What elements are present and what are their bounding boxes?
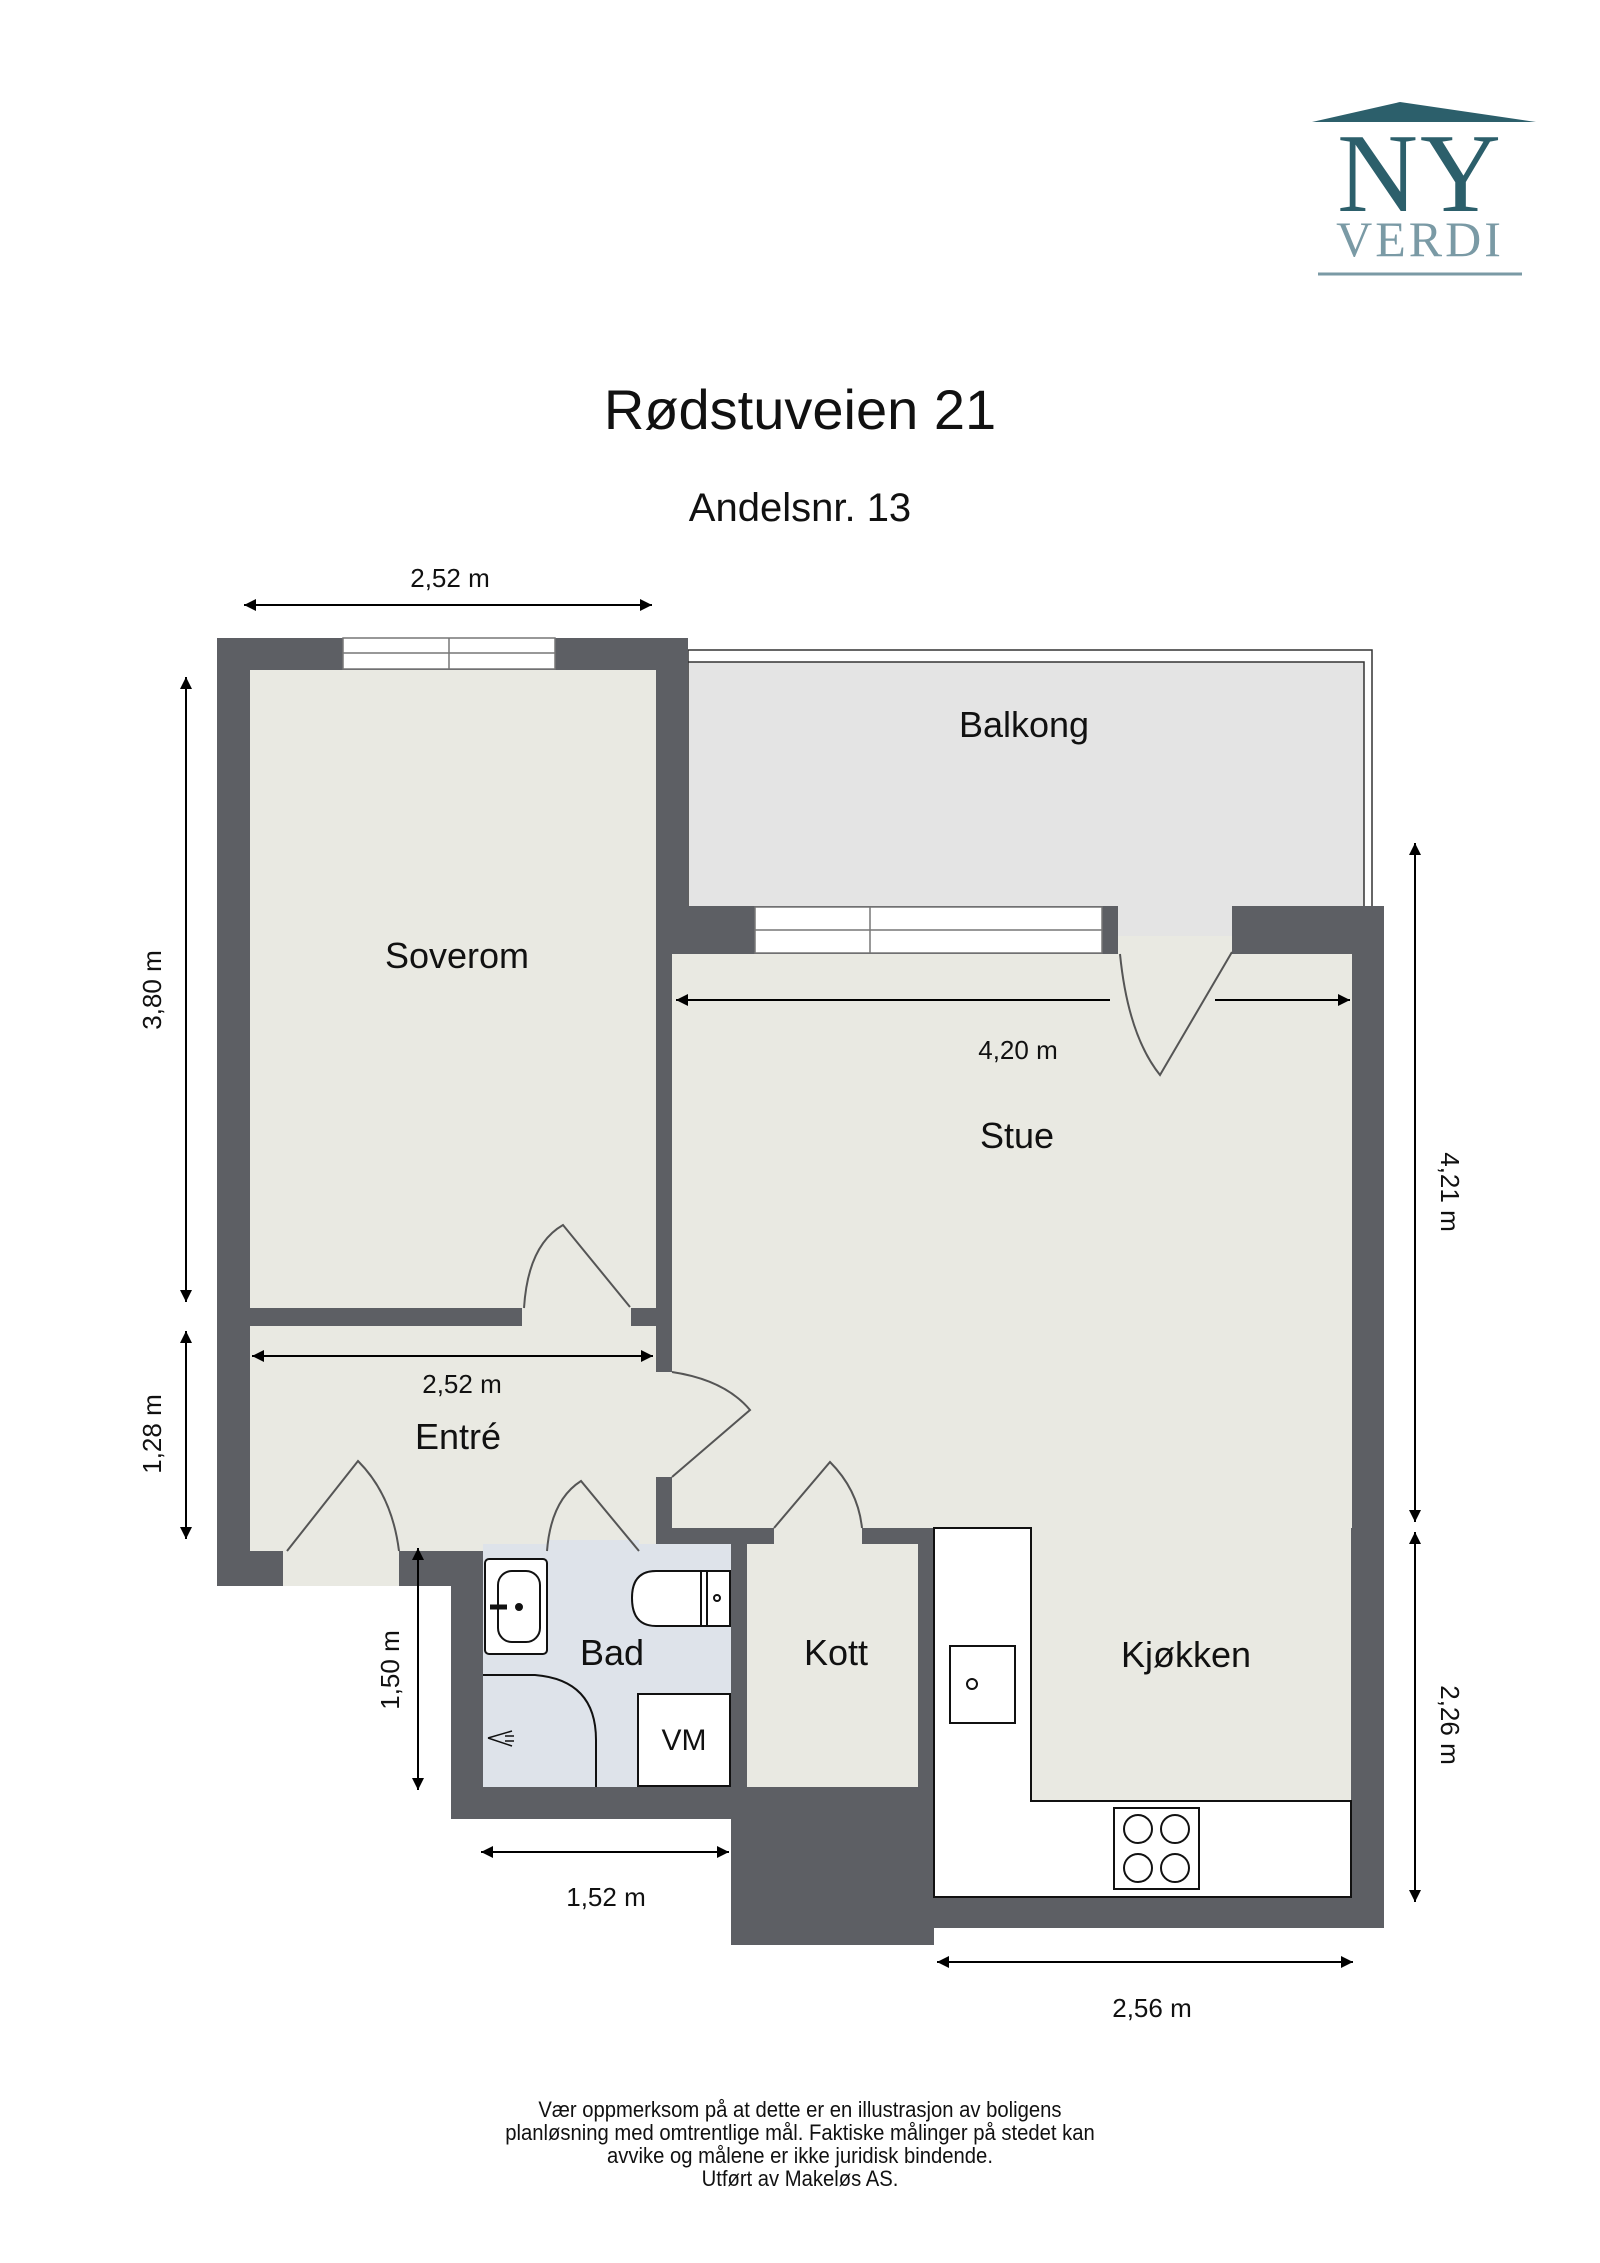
disclaimer-line: Vær oppmerksom på at dette er en illustr…	[538, 2097, 1062, 2122]
door-balcony	[1119, 951, 1233, 1077]
toilet-icon	[630, 1570, 702, 1627]
dim-stue-width: 4,20 m	[978, 1035, 1058, 1065]
room-label-kott: Kott	[803, 1632, 869, 1673]
washing-machine-label: VM	[661, 1724, 707, 1757]
door-entrance	[286, 1459, 400, 1552]
washing-machine	[637, 1693, 731, 1787]
room-label-bad: Bad	[579, 1632, 645, 1673]
dim-soverom-height: 3,80 m	[137, 950, 167, 1030]
page-subtitle: Andelsnr. 13	[688, 486, 912, 530]
room-label-balkong: Balkong	[958, 704, 1090, 745]
shower-icon	[483, 1674, 597, 1787]
dim-kjokken-width: 2,56 m	[1112, 1993, 1192, 2023]
kitchen-counter	[933, 1527, 1352, 1898]
door-kott	[773, 1460, 863, 1529]
dim-kjokken-height: 2,26 m	[1435, 1685, 1465, 1765]
floor-soverom	[250, 670, 656, 1308]
disclaimer-line: avvike og målene er ikke juridisk binden…	[607, 2143, 993, 2168]
logo-text-verdi: VERDI	[1336, 211, 1504, 267]
kitchen-sink-icon	[949, 1645, 1016, 1724]
dim-soverom-width: 2,52 m	[410, 563, 490, 593]
room-label-kjokken: Kjøkken	[1120, 1634, 1252, 1675]
roof-icon	[1312, 102, 1536, 276]
door-stue-from-entre	[671, 1371, 752, 1478]
kitchen-fixtures	[933, 1527, 1352, 1898]
bathroom-fixtures	[483, 1558, 731, 1787]
balcony	[687, 649, 1373, 909]
dim-entre-height: 1,28 m	[137, 1394, 167, 1474]
floor-stue	[672, 954, 1352, 1528]
room-label-entre: Entré	[414, 1416, 502, 1457]
disclaimer: Vær oppmerksom på at dette er en illustr…	[0, 2098, 1600, 2190]
company-logo: NY VERDI	[1300, 96, 1540, 281]
dim-entre-width: 2,52 m	[422, 1369, 502, 1399]
disclaimer-line: planløsning med omtrentlige mål. Faktisk…	[505, 2120, 1095, 2145]
dim-bad-width: 1,52 m	[566, 1882, 646, 1912]
dim-stue-height: 4,21 m	[1435, 1152, 1465, 1232]
room-label-stue: Stue	[979, 1115, 1055, 1156]
dim-bad-height: 1,50 m	[375, 1630, 405, 1710]
door-bad	[546, 1479, 640, 1552]
window-soverom	[342, 637, 556, 670]
window-stue	[754, 906, 1103, 954]
door-soverom	[523, 1223, 631, 1309]
dimension-lines	[180, 599, 1421, 1968]
disclaimer-line: Utført av Makeløs AS.	[701, 2166, 899, 2191]
room-label-soverom: Soverom	[384, 935, 530, 976]
doors	[286, 951, 1233, 1552]
page-title: Rødstuveien 21	[603, 378, 997, 441]
floor-kott	[747, 1544, 918, 1787]
logo-text-ny: NY	[1337, 112, 1503, 236]
